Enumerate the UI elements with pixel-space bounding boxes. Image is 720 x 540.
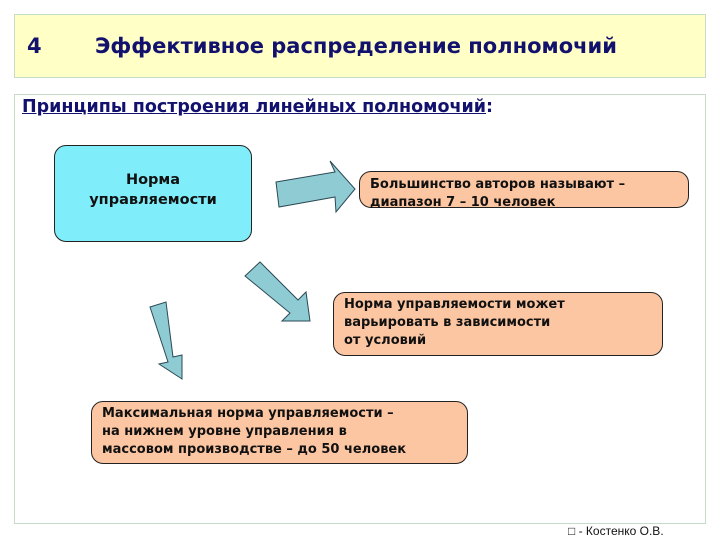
node-text-line: Максимальная норма управляемости –	[102, 406, 394, 421]
subtitle-colon: :	[486, 97, 494, 117]
node-text-line: массовом производстве – до 50 человек	[102, 442, 407, 457]
slide-title: Эффективное распределение полномочий	[95, 34, 617, 58]
node-authors-range: Большинство авторов называют – диапазон …	[359, 171, 689, 210]
node-text-line: Большинство авторов называют –	[370, 177, 626, 192]
subtitle-text: Принципы построения линейных полномочий	[22, 97, 487, 117]
node-text-line: Норма управляемости может	[344, 297, 565, 312]
footer-credit: □ - Костенко О.В.	[568, 524, 664, 538]
node-text-line: диапазон 7 – 10 человек	[370, 195, 556, 210]
content-frame	[14, 94, 706, 524]
arrow-down	[149, 301, 183, 380]
subtitle: Принципы построения линейных полномочий:	[22, 97, 493, 117]
central-node-line: Норма	[125, 171, 181, 188]
copyright-icon: □	[568, 524, 579, 538]
arrow-diagonal	[244, 261, 311, 322]
footer-text: - Костенко О.В.	[578, 524, 664, 538]
slide-number: 4	[27, 34, 42, 58]
node-varies-by-conditions: Норма управляемости может варьировать в …	[333, 292, 663, 356]
node-text-line: от условий	[344, 333, 427, 348]
central-node-line: управляемости	[89, 191, 217, 208]
title-bar: 4 Эффективное распределение полномочий	[14, 14, 706, 78]
node-maximum-norm: Максимальная норма управляемости – на ни…	[91, 401, 468, 464]
node-text-line: варьировать в зависимости	[344, 315, 551, 330]
node-text-line: на нижнем уровне управления в	[102, 424, 347, 439]
arrow-right	[275, 160, 356, 214]
central-node: Норма управляемости	[54, 145, 252, 242]
